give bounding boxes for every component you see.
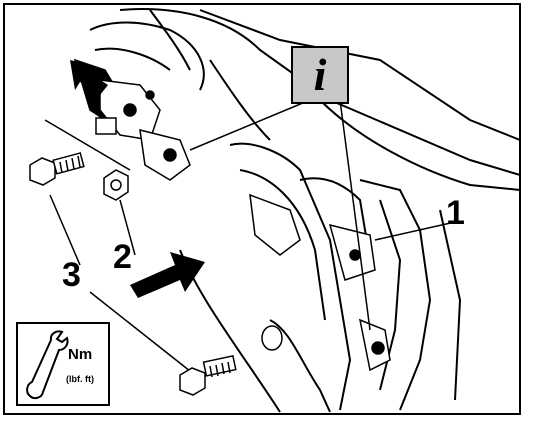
torque-badge: Nm (lbf. ft) xyxy=(16,322,110,406)
mounting-hole xyxy=(261,325,283,351)
leader-lines xyxy=(44,99,456,376)
torque-unit-lbf: (lbf. ft) xyxy=(66,374,94,384)
callout-3: 3 xyxy=(62,256,81,294)
callout-2: 2 xyxy=(113,238,132,276)
info-icon: i xyxy=(313,49,327,100)
bolt-lower xyxy=(179,355,237,396)
door-pillar xyxy=(179,142,462,413)
torque-unit-nm: Nm xyxy=(68,346,93,363)
image-frame xyxy=(3,3,521,415)
nut xyxy=(103,169,129,201)
door-panel xyxy=(89,8,521,191)
direction-arrow-large xyxy=(130,252,205,298)
wrench-icon xyxy=(26,330,69,400)
direction-arrow-small xyxy=(70,60,108,95)
info-badge: i xyxy=(291,46,349,104)
bolt-upper xyxy=(29,152,85,186)
callout-1: 1 xyxy=(446,194,465,232)
